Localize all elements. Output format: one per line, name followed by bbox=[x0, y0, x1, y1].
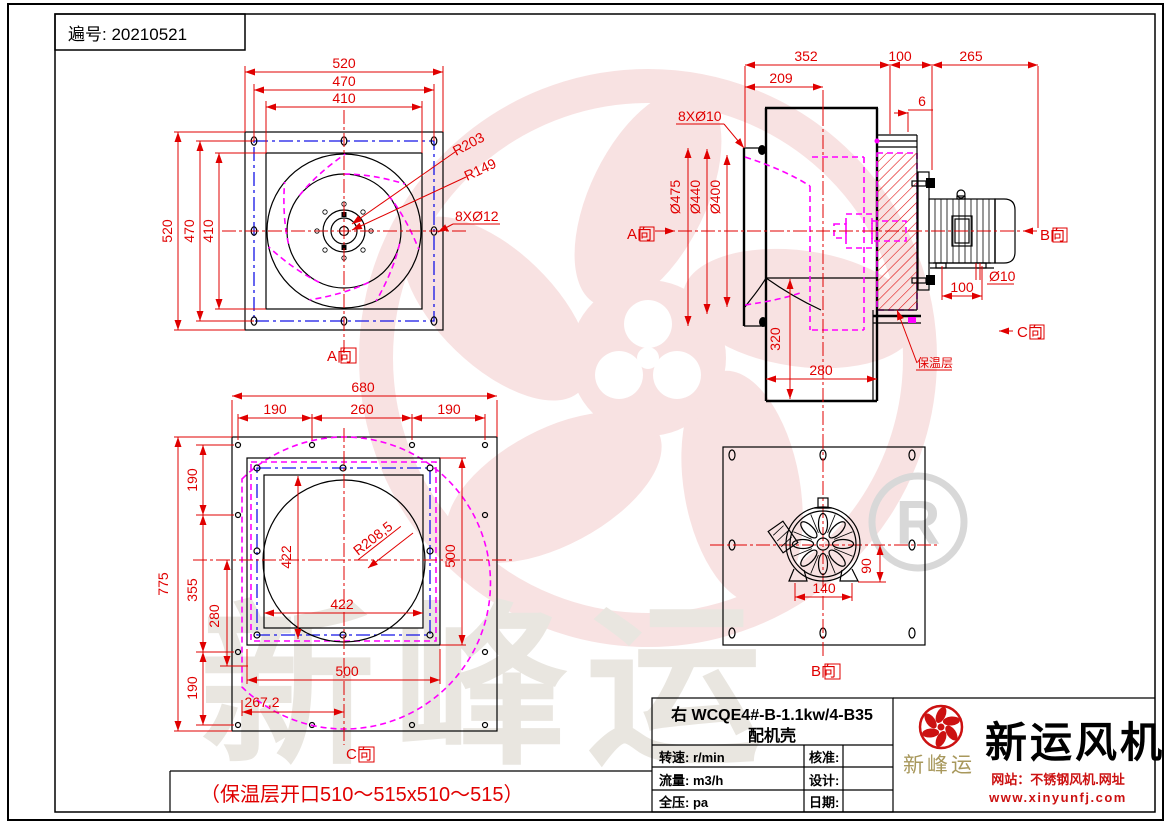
doc-number: 遍号: 20210521 bbox=[68, 25, 187, 44]
dim-label: 190 bbox=[184, 468, 200, 492]
dim-label: 422 bbox=[330, 596, 354, 612]
dim-label: 355 bbox=[184, 578, 200, 602]
dim-label: 470 bbox=[181, 219, 197, 243]
pressure-field: 全压: pa bbox=[658, 795, 709, 810]
b-view: 140 90 B向 bbox=[710, 435, 938, 680]
dim-label: 520 bbox=[159, 219, 175, 243]
dim-label: Ø475 bbox=[667, 180, 683, 214]
dim-label: 190 bbox=[263, 401, 287, 417]
dim-label: 320 bbox=[767, 327, 783, 351]
c-view: 680 190 260 190 775 190 355 190 280 500 … bbox=[155, 379, 512, 763]
dim-label: 410 bbox=[332, 90, 356, 106]
dim-label: 260 bbox=[350, 401, 374, 417]
terminal-box bbox=[767, 520, 799, 554]
hub-holes bbox=[314, 201, 374, 261]
dim-label: 410 bbox=[200, 219, 216, 243]
view-direction-label-a: A向 bbox=[327, 348, 352, 365]
plate-holes bbox=[234, 441, 489, 729]
model-designation-2: 配机壳 bbox=[748, 726, 796, 745]
dim-label: 500 bbox=[442, 544, 458, 568]
holes-label: 8XØ10 bbox=[678, 108, 722, 124]
dim-label: 422 bbox=[278, 545, 294, 569]
brand-fan-icon bbox=[918, 704, 964, 750]
brand-name-small: 新峰运 bbox=[903, 754, 975, 777]
dim-label: 267,2 bbox=[244, 694, 279, 710]
dim-label: 280 bbox=[206, 604, 222, 628]
dim-label: Ø400 bbox=[707, 180, 723, 214]
dim-label: 520 bbox=[332, 55, 356, 71]
speed-field: 转速: r/min bbox=[659, 750, 725, 765]
date-field: 日期: bbox=[809, 795, 839, 810]
watermark-text: 新峰运 bbox=[200, 591, 779, 786]
insulation-label: 保温层 bbox=[917, 356, 953, 370]
view-direction-label-b: B向 bbox=[811, 663, 836, 680]
dim-label: 100 bbox=[950, 279, 974, 295]
logo-block: 新峰运 新运风机 网站：不锈钢风机.网址 www.xinyunfj.com bbox=[893, 697, 1165, 805]
holes-label: 8XØ12 bbox=[455, 208, 499, 224]
dim-label: 500 bbox=[335, 663, 359, 679]
model-designation: 右 WCQE4#-B-1.1kw/4-B35 bbox=[671, 705, 873, 724]
check-field: 核准: bbox=[809, 750, 839, 765]
design-field: 设计: bbox=[809, 773, 839, 788]
front-view: 520 470 410 520 470 410 R203 R149 8XØ12 … bbox=[159, 55, 500, 365]
title-block: 右 WCQE4#-B-1.1kw/4-B35 配机壳 转速: r/min 核准:… bbox=[651, 697, 894, 813]
dim-label: Ø10 bbox=[989, 268, 1016, 284]
dim-label: 100 bbox=[888, 48, 912, 64]
dim-label: 140 bbox=[812, 580, 836, 596]
dim-label: 190 bbox=[437, 401, 461, 417]
b-plate-holes bbox=[728, 449, 916, 639]
dim-label: 680 bbox=[351, 379, 375, 395]
side-view: 352 100 265 209 6 8XØ10 Ø475 Ø440 Ø400 3… bbox=[627, 48, 1068, 440]
dim-label: 470 bbox=[332, 73, 356, 89]
dim-label: 280 bbox=[809, 362, 833, 378]
brand-url: www.xinyunfj.com bbox=[988, 790, 1127, 805]
dim-label: 6 bbox=[918, 93, 926, 109]
dim-label: 352 bbox=[794, 48, 818, 64]
watermark-fan-logo bbox=[359, 69, 937, 647]
svg-text:R: R bbox=[896, 489, 941, 558]
brand-name-big: 新运风机 bbox=[985, 719, 1165, 766]
flow-field: 流量: m3/h bbox=[659, 773, 723, 788]
dim-label: 209 bbox=[769, 70, 793, 86]
dim-label: 90 bbox=[858, 558, 874, 574]
watermark-registered-icon: R bbox=[868, 472, 968, 572]
dim-label: 190 bbox=[184, 676, 200, 700]
sheet-border: 遍号: 20210521 bbox=[7, 3, 1164, 821]
insulation-opening-note: （保温层开口510～515x510～515） bbox=[200, 783, 523, 806]
dim-label: Ø440 bbox=[687, 180, 703, 214]
doc-number-box bbox=[54, 13, 246, 51]
brand-site: 网站：不锈钢风机.网址 bbox=[991, 772, 1125, 787]
dim-label: 265 bbox=[959, 48, 983, 64]
dim-label: 775 bbox=[155, 572, 171, 596]
opening-bolt-holes bbox=[253, 464, 434, 639]
